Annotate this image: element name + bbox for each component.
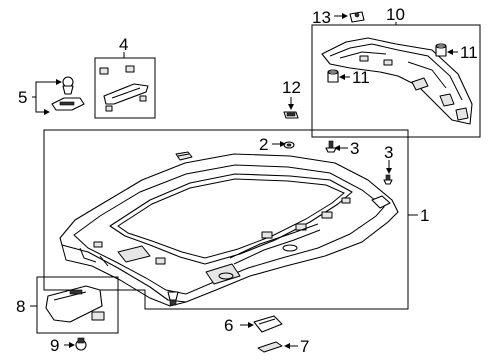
- callout-10: 10: [386, 5, 405, 24]
- callout-5: 5: [18, 88, 27, 107]
- callout-7: 7: [300, 337, 309, 356]
- cover-part-7: [257, 341, 283, 353]
- callout-13: 13: [312, 8, 331, 27]
- headliner-clip: [175, 151, 193, 161]
- callout-8: 8: [16, 297, 25, 316]
- callout-2: 2: [259, 135, 268, 154]
- callout-3-upper: 3: [350, 139, 359, 158]
- callout-11-right: 11: [460, 43, 478, 62]
- clip-part-13: [349, 11, 365, 23]
- callout-9: 9: [50, 336, 59, 355]
- assist-grip-part-4: [99, 65, 149, 112]
- clip-part-11-right: [435, 43, 447, 57]
- clip-part-2: [283, 141, 295, 149]
- headliner-group-box: [43, 129, 409, 310]
- headliner-bottom-clip: [167, 291, 179, 306]
- clip-part-11-left: [327, 69, 339, 83]
- callout-11-left: 11: [352, 68, 370, 87]
- callout-4: 4: [119, 35, 128, 54]
- clip-group-box: [94, 57, 156, 119]
- headliner-panel: [59, 153, 399, 307]
- sun-visor-group-box: [36, 276, 119, 334]
- callout-6: 6: [224, 316, 233, 335]
- console-part-6: [253, 315, 283, 333]
- clip-part-3-lower: [383, 174, 393, 185]
- sun-visor-part-8: [45, 285, 105, 323]
- callout-1: 1: [420, 206, 429, 225]
- callout-3-lower: 3: [384, 143, 393, 162]
- visor-clip-part-9: [75, 337, 87, 351]
- clip-part-5: [51, 76, 85, 111]
- callout-12: 12: [282, 78, 301, 97]
- leader-lines: [30, 13, 458, 349]
- rear-trim-part-10: [321, 37, 473, 125]
- clip-part-3-upper: [325, 140, 337, 153]
- clip-part-12: [283, 111, 299, 119]
